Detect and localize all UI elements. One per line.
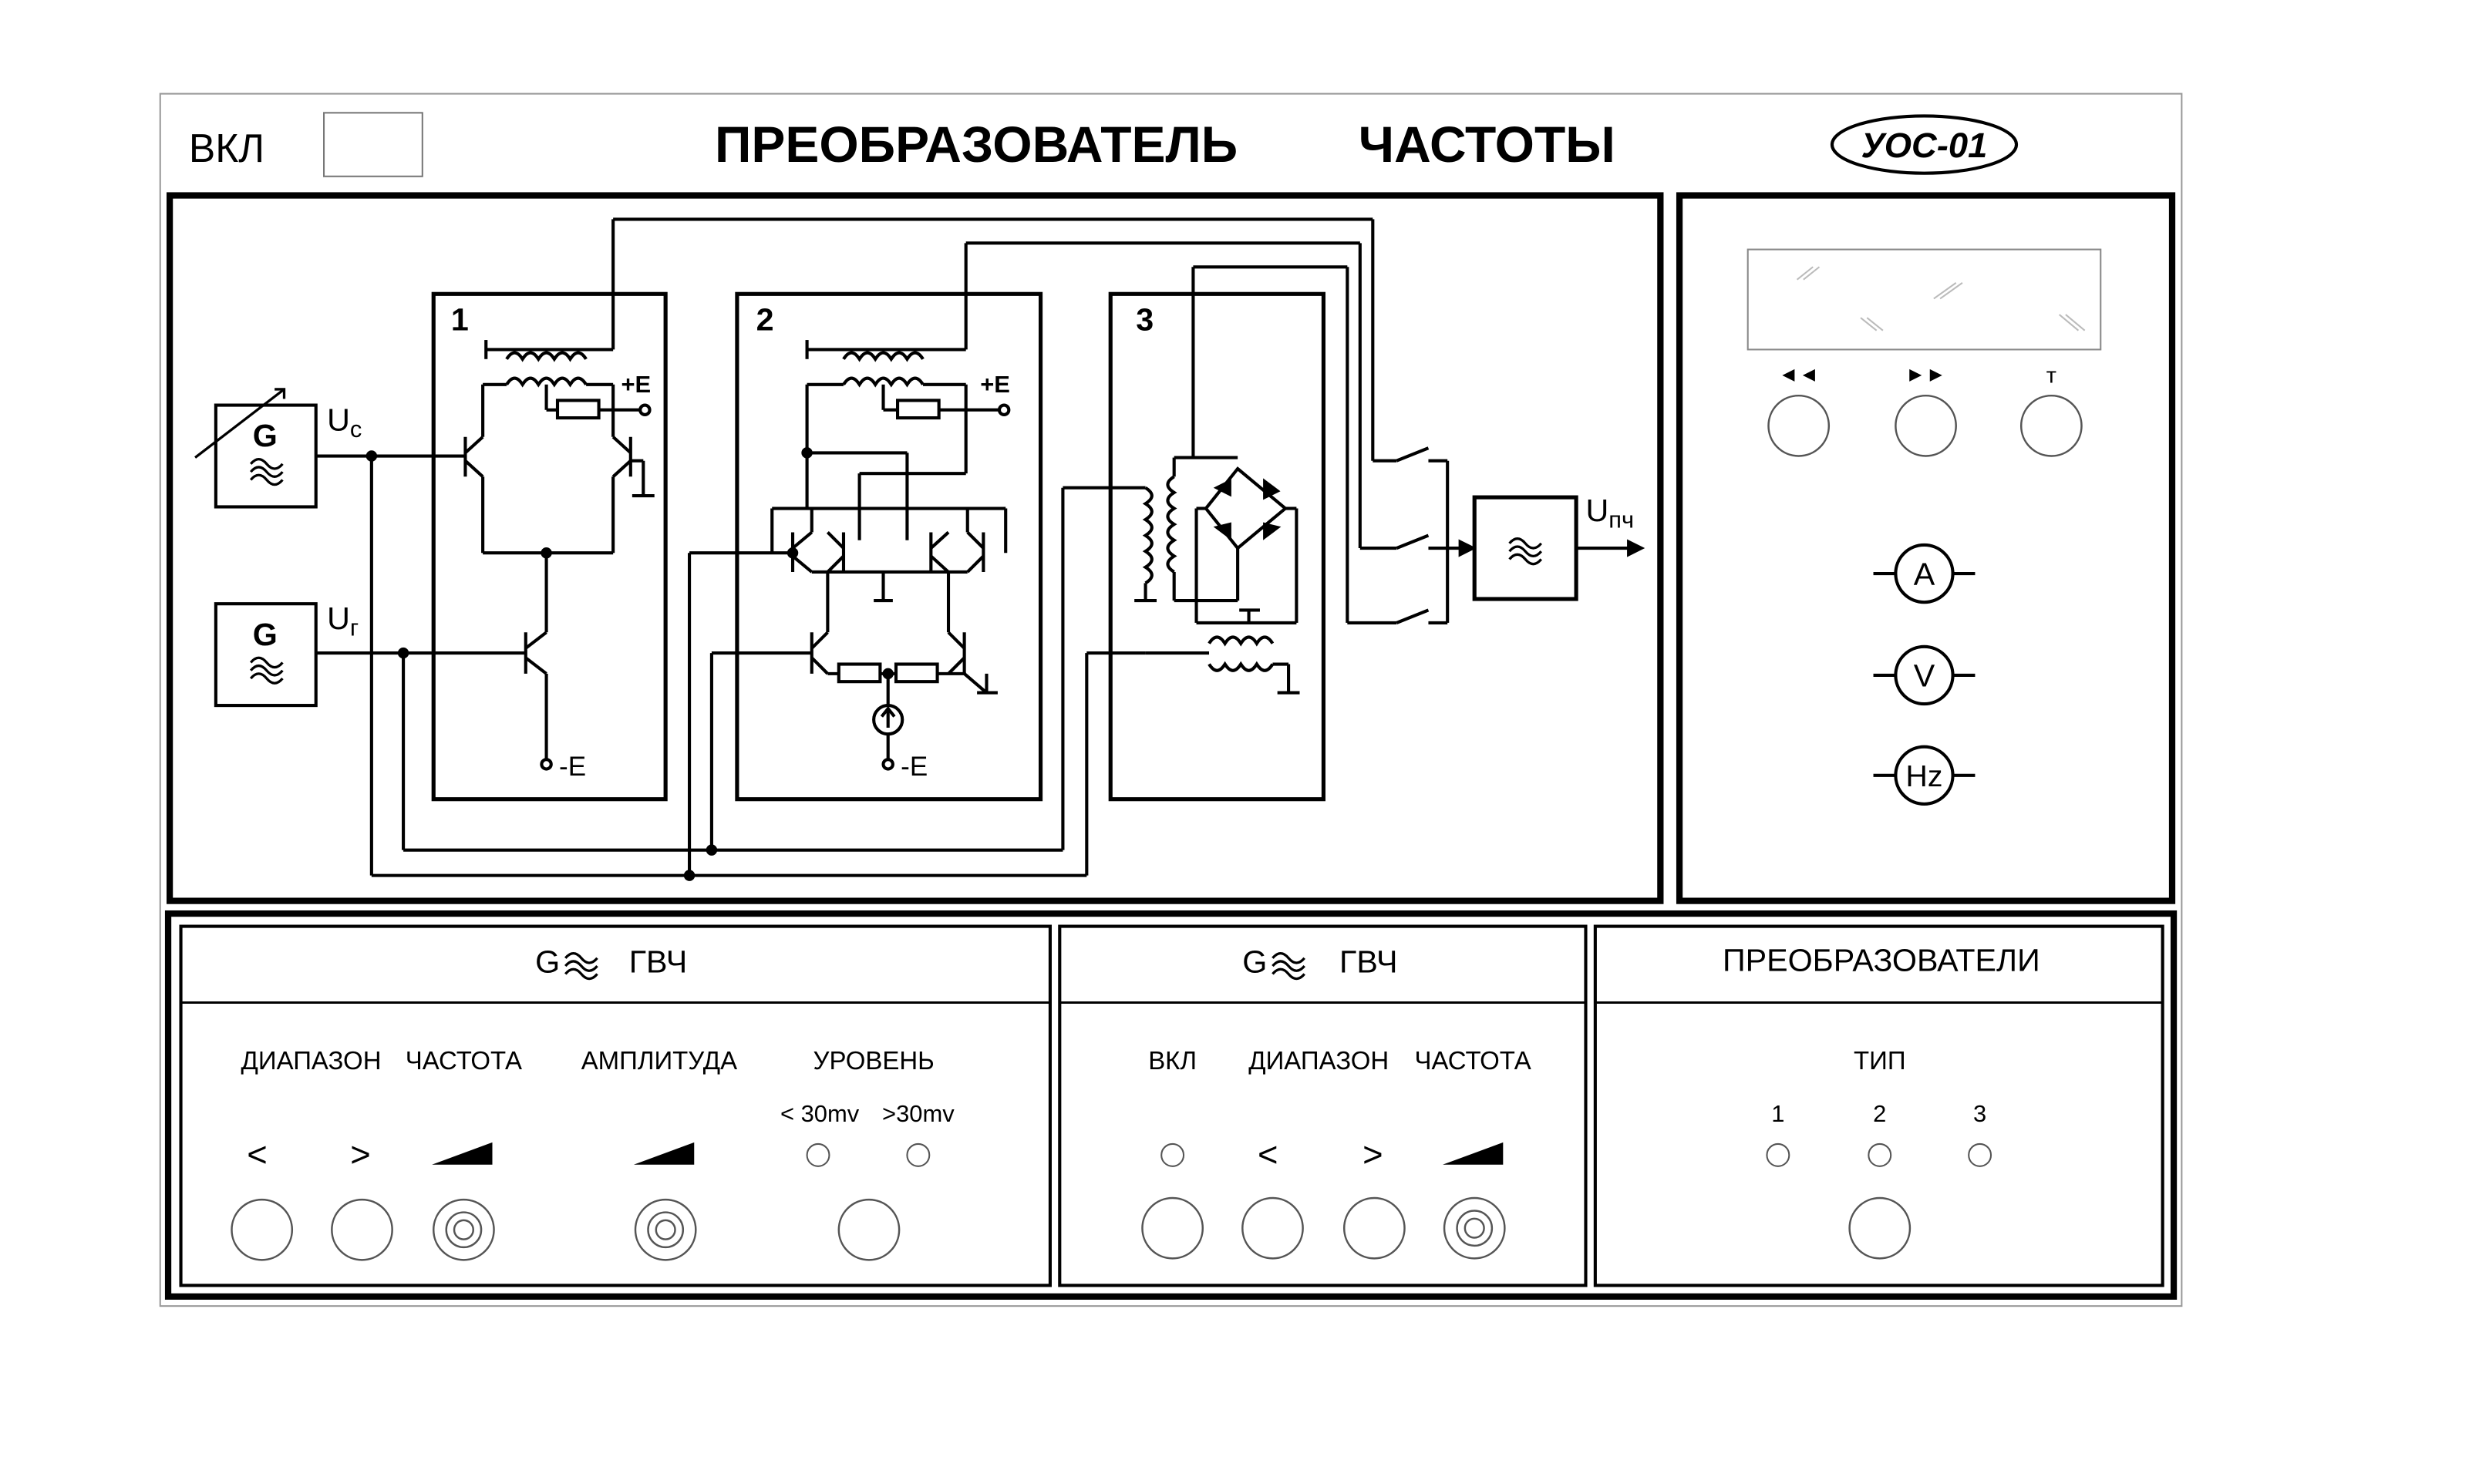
converters-title: ПРЕОБРАЗОВАТЕЛИ [1723, 942, 2040, 978]
voltmeter-icon [1873, 644, 1976, 706]
gvch2-range-down-button[interactable] [1241, 1196, 1304, 1260]
gvch1-gt30-label: >30mv [882, 1100, 955, 1127]
frequency-meter-icon [1873, 745, 1976, 806]
gvch1-level-button[interactable] [837, 1198, 901, 1261]
stage-1-number: 1 [451, 302, 469, 338]
model-label: УОС-01 [1861, 126, 1988, 165]
display-glare-icon [1796, 266, 2086, 331]
gvch2-title-g: G [1242, 944, 1267, 979]
converter-type-button[interactable] [1848, 1196, 1912, 1260]
gvch1-gt30-indicator [906, 1142, 931, 1167]
forward-label: ►► [1905, 363, 1946, 386]
model-badge [1830, 114, 2019, 175]
gvch1-range-down-button[interactable] [231, 1198, 294, 1261]
converter-type-1-indicator [1766, 1142, 1790, 1167]
gvch2-freq-ramp-icon [1442, 1142, 1504, 1165]
gvch2-freq-label: ЧАСТОТА [1415, 1046, 1531, 1075]
gvch1-level-label: УРОВЕНЬ [813, 1046, 935, 1075]
gvch2-range-up-button[interactable] [1342, 1196, 1406, 1260]
ammeter-icon [1873, 543, 1976, 604]
gvch2-freq-knob[interactable] [1443, 1196, 1506, 1260]
panel-title-left: ПРЕОБРАЗОВАТЕЛЬ [715, 116, 1238, 173]
gvch2-less-label: < [1258, 1135, 1278, 1174]
gvch1-freq-label: ЧАСТОТА [406, 1046, 522, 1075]
rewind-button[interactable] [1767, 394, 1831, 457]
gvch1-title: ГВЧ [629, 944, 687, 979]
stage-2-number: 2 [756, 302, 774, 338]
converter-type-3-label: 3 [1973, 1100, 1986, 1127]
gvch1-freq-knob[interactable] [433, 1198, 495, 1261]
stage-2-plus-e: +E [980, 371, 1010, 398]
gvch1-range-label: ДИАПАЗОН [241, 1046, 382, 1075]
gvch1-lt30-indicator [806, 1142, 830, 1167]
stage-1-minus-e: -E [559, 752, 586, 782]
frequency-meter-label: Hz [1906, 760, 1943, 793]
uc-label: Uс [327, 402, 362, 443]
gvch2-title: ГВЧ [1339, 944, 1397, 979]
gvch2-more-label: > [1362, 1135, 1383, 1174]
ug-label: Uг [327, 601, 359, 641]
stage-3-number: 3 [1136, 302, 1154, 338]
gvch1-less-label: < [247, 1135, 267, 1174]
gvch2-section [1058, 924, 1588, 1287]
power-label: ВКЛ [189, 126, 264, 170]
gvch1-amp-ramp-icon [633, 1142, 695, 1165]
t-button[interactable] [2019, 394, 2083, 457]
gvch2-range-label: ДИАПАЗОН [1248, 1046, 1389, 1075]
meters-frame [1676, 192, 2176, 904]
rewind-label: ◄◄ [1778, 363, 1819, 386]
converter-type-label: ТИП [1854, 1046, 1906, 1075]
gen-signal-label: G [253, 418, 278, 453]
schematic-frame [166, 192, 1664, 904]
converter-type-2-indicator [1868, 1142, 1892, 1167]
converter-type-3-indicator [1968, 1142, 1992, 1167]
stage-2-minus-e: -E [901, 752, 928, 782]
upch-label: Uпч [1585, 493, 1634, 533]
panel-title-right: ЧАСТОТЫ [1359, 116, 1615, 173]
gvch1-section [179, 924, 1052, 1287]
gvch2-on-indicator [1160, 1142, 1185, 1167]
converter-type-1-label: 1 [1771, 1100, 1784, 1127]
power-indicator[interactable] [323, 112, 423, 177]
gvch1-amp-label: АМПЛИТУДА [581, 1046, 737, 1075]
gvch1-freq-ramp-icon [432, 1142, 493, 1165]
gvch1-title-g: G [535, 944, 560, 979]
gvch1-more-label: > [350, 1135, 370, 1174]
t-label: т [2046, 364, 2056, 389]
converters-section [1593, 924, 2164, 1287]
gvch2-on-button[interactable] [1141, 1196, 1204, 1260]
converter-type-2-label: 2 [1873, 1100, 1886, 1127]
meter-display [1746, 248, 2102, 351]
schematic-diagram [194, 217, 1645, 881]
gvch1-range-up-button[interactable] [331, 1198, 393, 1261]
gen-heterodyne-label: G [253, 617, 278, 652]
stage-1-plus-e: +E [621, 371, 651, 398]
forward-button[interactable] [1895, 394, 1957, 457]
controls-frame [164, 910, 2178, 1300]
gvch2-on-label: ВКЛ [1148, 1046, 1197, 1075]
voltmeter-label: V [1914, 658, 1935, 693]
gvch1-amp-knob[interactable] [634, 1198, 697, 1261]
gvch1-lt30-label: < 30mv [780, 1100, 860, 1127]
ammeter-label: A [1914, 556, 1935, 591]
